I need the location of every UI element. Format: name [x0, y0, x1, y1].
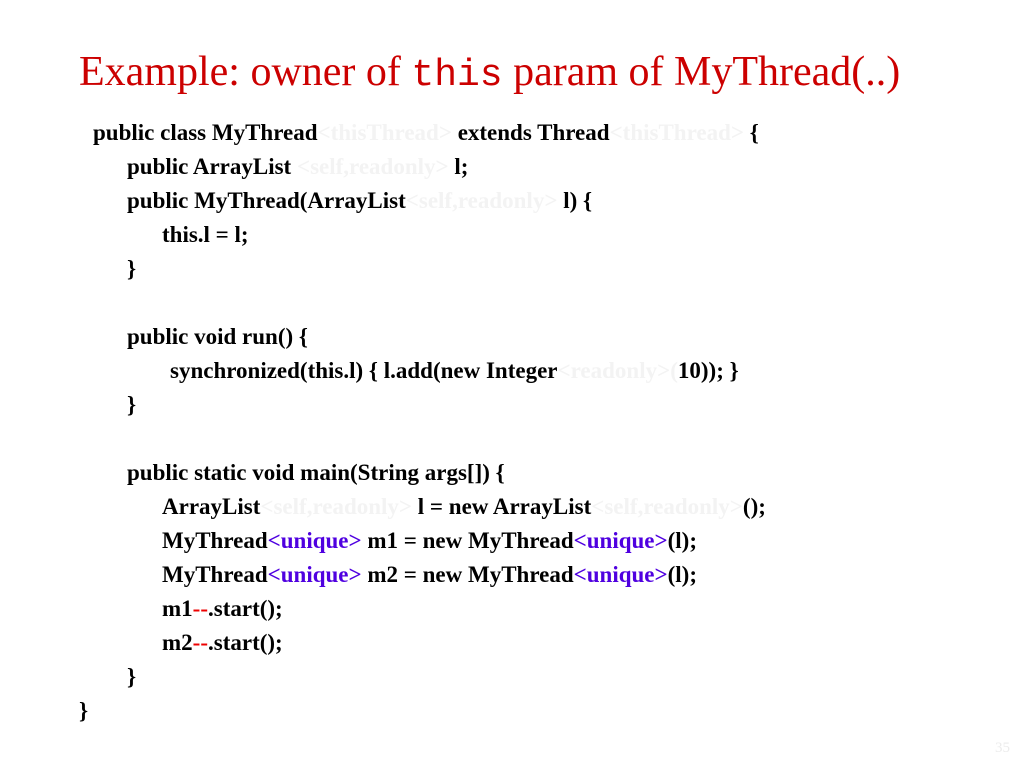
- code-line-constructor: public MyThread(ArrayList<self,readonly>…: [127, 184, 592, 218]
- code-line-assign: this.l = l;: [162, 218, 249, 252]
- code-text: (l);: [667, 562, 697, 587]
- dash-marker: --: [192, 630, 208, 655]
- code-line-class-decl: public class MyThread<thisThread> extend…: [93, 116, 759, 150]
- code-text: }: [79, 698, 89, 723]
- code-text: public ArrayList: [127, 154, 297, 179]
- code-line-close-class: }: [79, 694, 88, 728]
- code-text: extends Thread: [451, 120, 610, 145]
- code-text: .start();: [208, 630, 283, 655]
- code-text: this.l = l;: [162, 222, 249, 247]
- code-line-close-run: }: [127, 388, 136, 422]
- code-line-close-constructor: }: [127, 252, 136, 286]
- owner-param: <thisThread>: [317, 120, 452, 145]
- title-code-this: this: [411, 54, 503, 97]
- code-line-m2-start: m2--.start();: [162, 626, 283, 660]
- page-number: 35: [995, 740, 1010, 756]
- code-line-main: public static void main(String args[]) {: [127, 456, 505, 490]
- code-text: public void run() {: [127, 324, 308, 349]
- title-text-post: param of MyThread(..): [502, 49, 901, 95]
- code-text: public class MyThread: [93, 120, 318, 145]
- code-text: m2: [162, 630, 193, 655]
- slide-title: Example: owner of this param of MyThread…: [79, 44, 900, 104]
- code-text: synchronized(this.l) { l.add(new Integer: [170, 358, 558, 383]
- code-text: }: [127, 392, 137, 417]
- owner-param: <self,readonly>: [296, 154, 449, 179]
- code-line-synchronized: synchronized(this.l) { l.add(new Integer…: [170, 354, 739, 388]
- owner-param: <self,readonly>: [591, 494, 743, 519]
- code-text: l) {: [557, 188, 593, 213]
- code-text: }: [127, 664, 137, 689]
- code-text: m1: [162, 596, 193, 621]
- code-line-m1-new: MyThread<unique> m1 = new MyThread<uniqu…: [162, 524, 697, 558]
- dash-marker: --: [192, 596, 208, 621]
- code-text: {: [744, 120, 759, 145]
- code-text: 10)); }: [677, 358, 739, 383]
- owner-param: <thisThread>: [609, 120, 744, 145]
- code-line-m2-new: MyThread<unique> m2 = new MyThread<uniqu…: [162, 558, 697, 592]
- unique-param: <unique>: [267, 528, 362, 553]
- code-text: ();: [742, 494, 766, 519]
- code-text: .start();: [208, 596, 283, 621]
- code-text: l = new ArrayList: [412, 494, 592, 519]
- code-text: m1 = new MyThread: [361, 528, 574, 553]
- code-line-m1-start: m1--.start();: [162, 592, 283, 626]
- owner-param: <self,readonly>: [260, 494, 413, 519]
- code-text: ArrayList: [162, 494, 261, 519]
- unique-param: <unique>: [573, 562, 668, 587]
- code-text: MyThread: [162, 528, 268, 553]
- code-text: m2 = new MyThread: [361, 562, 574, 587]
- code-text: l;: [448, 154, 469, 179]
- owner-param: <readonly>(: [557, 358, 678, 383]
- code-line-field: public ArrayList <self,readonly> l;: [127, 150, 468, 184]
- code-text: public static void main(String args[]) {: [127, 460, 505, 485]
- code-line-close-main: }: [127, 660, 136, 694]
- code-text: MyThread: [162, 562, 268, 587]
- owner-param: <self,readonly>: [405, 188, 558, 213]
- code-text: }: [127, 256, 137, 281]
- title-text-pre: Example: owner of: [79, 49, 412, 95]
- code-text: public MyThread(ArrayList: [127, 188, 406, 213]
- code-text: (l);: [667, 528, 697, 553]
- unique-param: <unique>: [267, 562, 362, 587]
- unique-param: <unique>: [573, 528, 668, 553]
- code-line-run: public void run() {: [127, 320, 308, 354]
- code-line-arraylist-new: ArrayList<self,readonly> l = new ArrayLi…: [162, 490, 766, 524]
